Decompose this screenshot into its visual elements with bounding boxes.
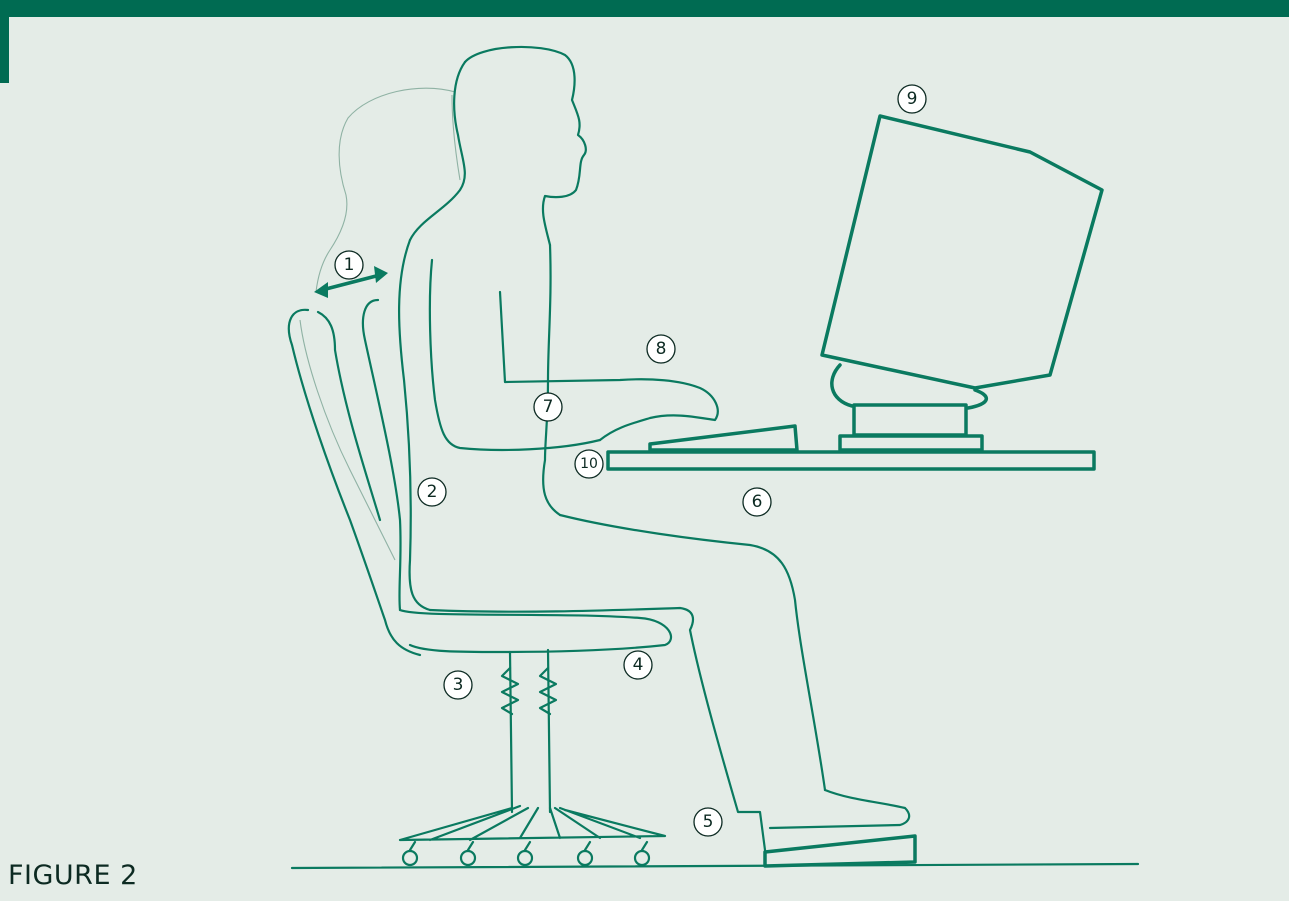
callout-8-label: 8: [656, 339, 667, 359]
person-back: [399, 240, 430, 610]
callout-2: 2: [418, 478, 446, 506]
callout-7-label: 7: [543, 397, 554, 417]
callout-1-label: 1: [344, 255, 355, 275]
person-foot: [770, 790, 909, 828]
callout-8: 8: [647, 335, 675, 363]
chair-casters: [403, 842, 649, 865]
callout-4: 4: [624, 651, 652, 679]
person-head: [465, 47, 586, 245]
chair-base: [400, 806, 665, 840]
callout-3: 3: [444, 671, 472, 699]
floor-line: [292, 864, 1138, 868]
monitor-body: [822, 116, 1102, 388]
chair-backrest-inner: [318, 312, 380, 520]
monitor-base: [840, 436, 982, 450]
footrest: [765, 836, 915, 866]
callout-5-label: 5: [703, 812, 714, 832]
ghost-backrest-outline: [300, 320, 395, 560]
monitor-neck: [854, 405, 966, 435]
callout-6: 6: [743, 488, 771, 516]
person-upper-arm: [430, 260, 600, 450]
desk-surface: [608, 452, 1094, 469]
callout-9: 9: [898, 85, 926, 113]
callout-5: 5: [694, 808, 722, 836]
callout-6-label: 6: [752, 492, 763, 512]
person-thigh: [560, 515, 825, 790]
person-elbow-line: [500, 292, 505, 382]
callout-9-label: 9: [907, 89, 918, 109]
callout-10-label: 10: [580, 456, 598, 472]
chair-column-right: [548, 650, 550, 812]
callout-4-label: 4: [633, 655, 644, 675]
callout-1: 1: [335, 251, 363, 279]
chair-column-left: [510, 652, 512, 812]
chair-backrest-front: [363, 300, 401, 610]
callout-7: 7: [534, 393, 562, 421]
figure-caption: FIGURE 2: [8, 860, 138, 891]
callout-2-label: 2: [427, 482, 438, 502]
chair-seat: [400, 610, 671, 652]
callout-3-label: 3: [453, 675, 464, 695]
callout-10: 10: [575, 450, 603, 478]
keyboard: [650, 426, 797, 450]
